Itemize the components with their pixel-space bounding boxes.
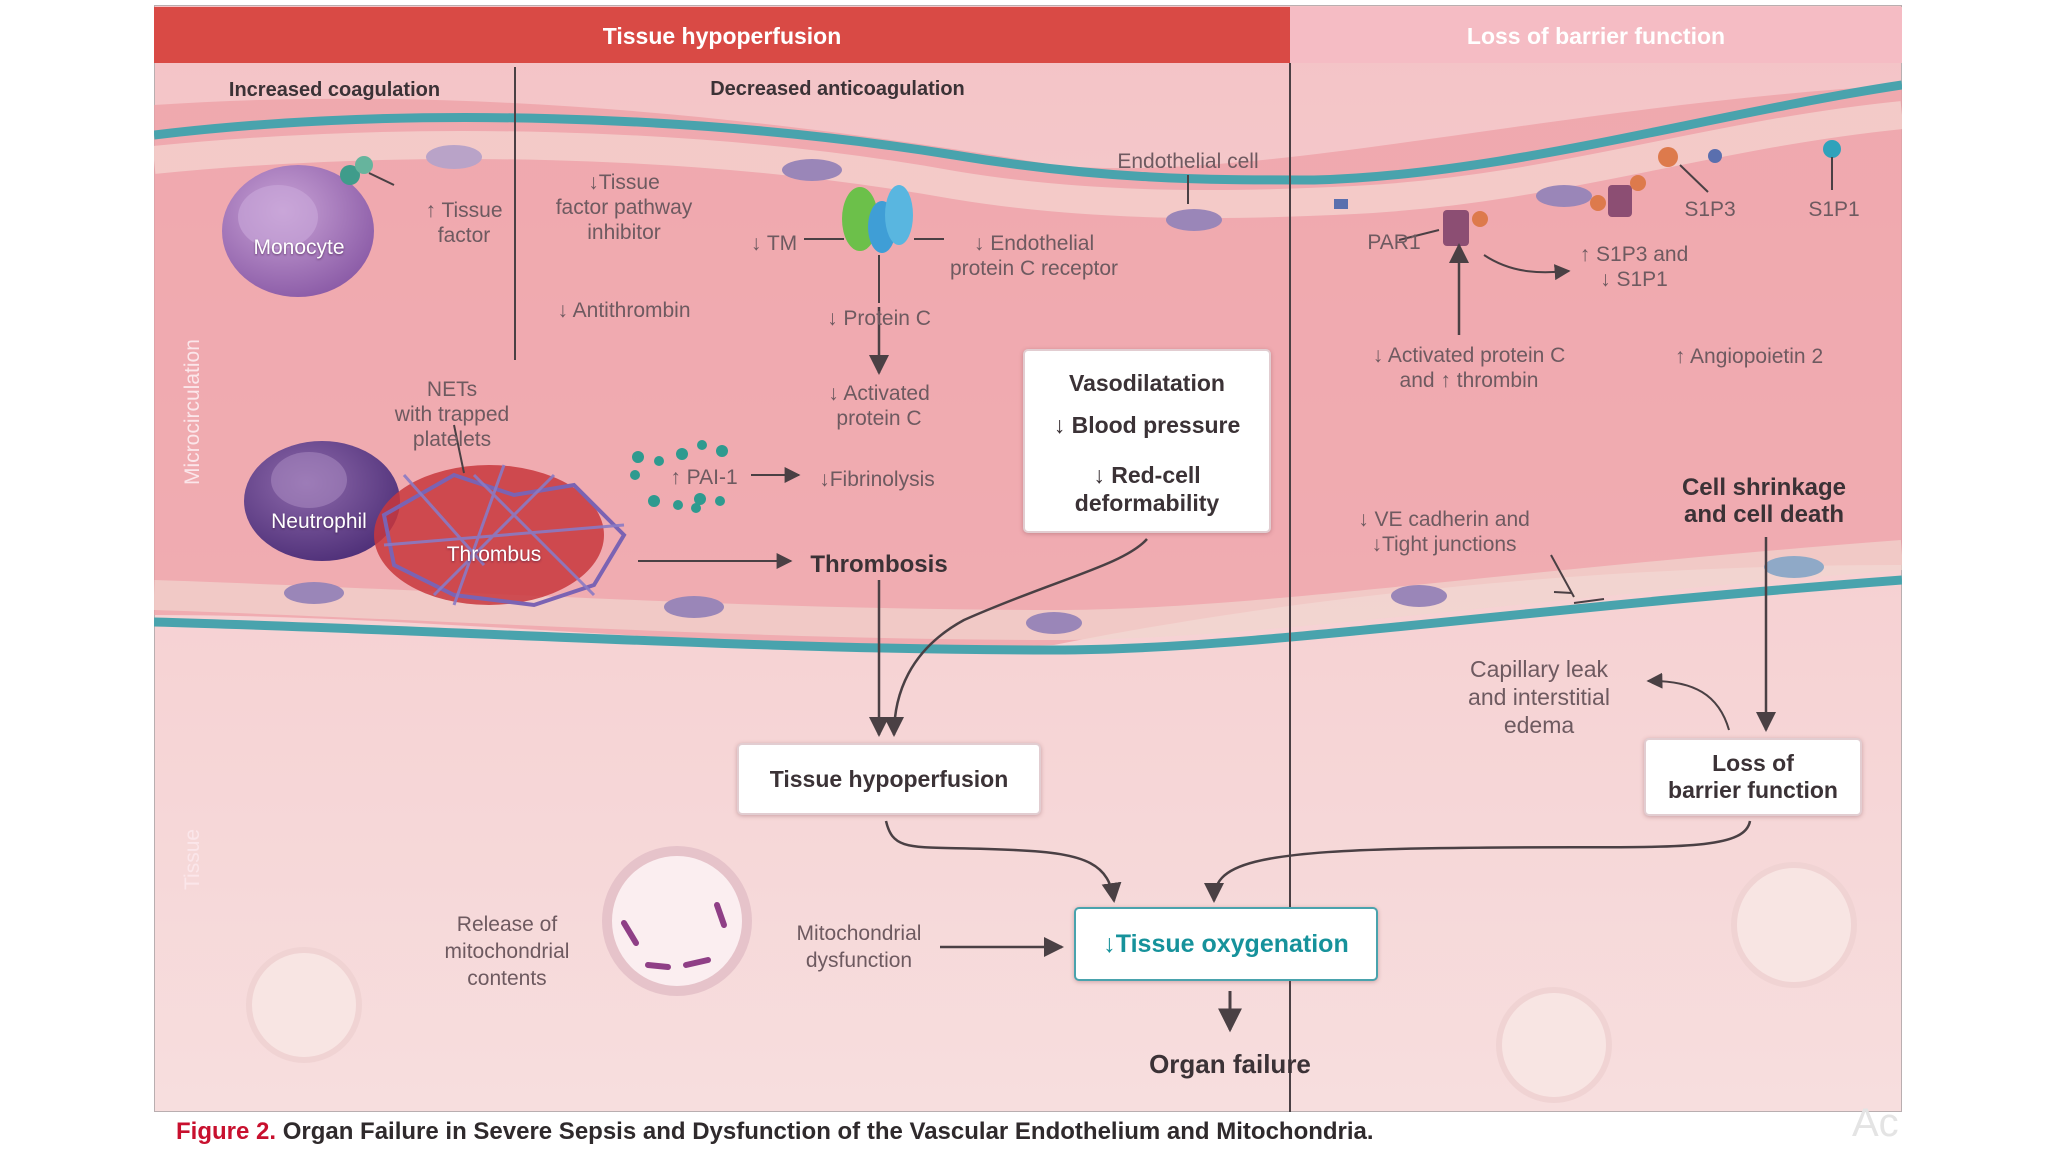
- side-label-tissue: Tissue: [181, 828, 204, 890]
- activated-protein-c-label: ↓ Activated protein C: [828, 382, 930, 430]
- mitochondrion: [602, 846, 752, 996]
- endothelial-cell-label: Endothelial cell: [1117, 150, 1259, 173]
- par1-label: PAR1: [1367, 231, 1421, 254]
- thrombus-label: Thrombus: [446, 543, 542, 566]
- subheader-decreased-anticoagulation: Decreased anticoagulation: [710, 78, 965, 100]
- subheader-increased-coagulation: Increased coagulation: [228, 79, 441, 101]
- diagram-artwork: [154, 5, 1902, 1112]
- organ-failure-label: Organ failure: [1149, 1049, 1311, 1079]
- tissue-oxygenation-box: ↓Tissue oxygenation: [1074, 907, 1378, 981]
- caption-prefix: Figure 2.: [176, 1118, 277, 1145]
- thrombosis-label: Thrombosis: [810, 551, 948, 578]
- neutrophil-label: Neutrophil: [271, 510, 367, 533]
- tfpi-label: ↓Tissue factor pathway inhibitor: [555, 171, 693, 244]
- side-label-microcirculation: Microcirculation: [181, 339, 204, 485]
- fibrinolysis-label: ↓Fibrinolysis: [819, 468, 935, 491]
- capillary-leak-label: Capillary leak and interstitial edema: [1468, 656, 1610, 738]
- header-bar-right: [1290, 7, 1902, 63]
- angiopoietin-label: ↑ Angiopoietin 2: [1674, 345, 1824, 368]
- s1p-change-label: ↑ S1P3 and ↓ S1P1: [1579, 243, 1689, 291]
- s1p1-label: S1P1: [1808, 198, 1860, 221]
- figure: Tissue hypoperfusion Loss of barrier fun…: [154, 5, 1902, 1152]
- mito-dysfunction-label: Mitochondrial dysfunction: [796, 922, 922, 972]
- header-bar-left: [154, 7, 1290, 63]
- caption-text: Organ Failure in Severe Sepsis and Dysfu…: [276, 1118, 1374, 1145]
- watermark: Ac: [1852, 1101, 1899, 1145]
- pai1-label: ↑ PAI-1: [670, 466, 738, 489]
- endothelial-wall-bottom: [154, 575, 1902, 655]
- tissue-hypoperfusion-box: Tissue hypoperfusion: [737, 743, 1041, 815]
- cell-shrinkage-label: Cell shrinkage and cell death: [1681, 474, 1847, 528]
- antithrombin-label: ↓ Antithrombin: [557, 299, 691, 322]
- release-mito-label: Release of mitochondrial contents: [444, 913, 570, 990]
- ve-cadherin-label: ↓ VE cadherin and ↓Tight junctions: [1358, 508, 1530, 556]
- figure-caption: Figure 2. Organ Failure in Severe Sepsis…: [176, 1118, 1374, 1146]
- header-tissue-hypoperfusion: Tissue hypoperfusion: [602, 23, 842, 49]
- s1p3-label: S1P3: [1684, 198, 1736, 221]
- endothelial-wall-top: [154, 80, 1902, 185]
- header-loss-of-barrier-function: Loss of barrier function: [1466, 23, 1726, 49]
- apc-thrombin-label: ↓ Activated protein C and ↑ thrombin: [1372, 344, 1566, 392]
- nets-label: NETs with trapped platelets: [394, 378, 510, 451]
- tm-label: ↓ TM: [750, 232, 798, 255]
- vasodilatation-box: Vasodilatation ↓ Blood pressure ↓ Red-ce…: [1023, 349, 1271, 533]
- epcr-label: ↓ Endothelial protein C receptor: [949, 232, 1119, 280]
- monocyte-label: Monocyte: [253, 236, 345, 259]
- loss-of-barrier-function-box: Loss of barrier function: [1644, 738, 1862, 816]
- protein-c-label: ↓ Protein C: [827, 307, 931, 330]
- caption-bar: Figure 2. Organ Failure in Severe Sepsis…: [154, 1112, 1902, 1152]
- tissue-factor-label: ↑ Tissue factor: [425, 199, 503, 247]
